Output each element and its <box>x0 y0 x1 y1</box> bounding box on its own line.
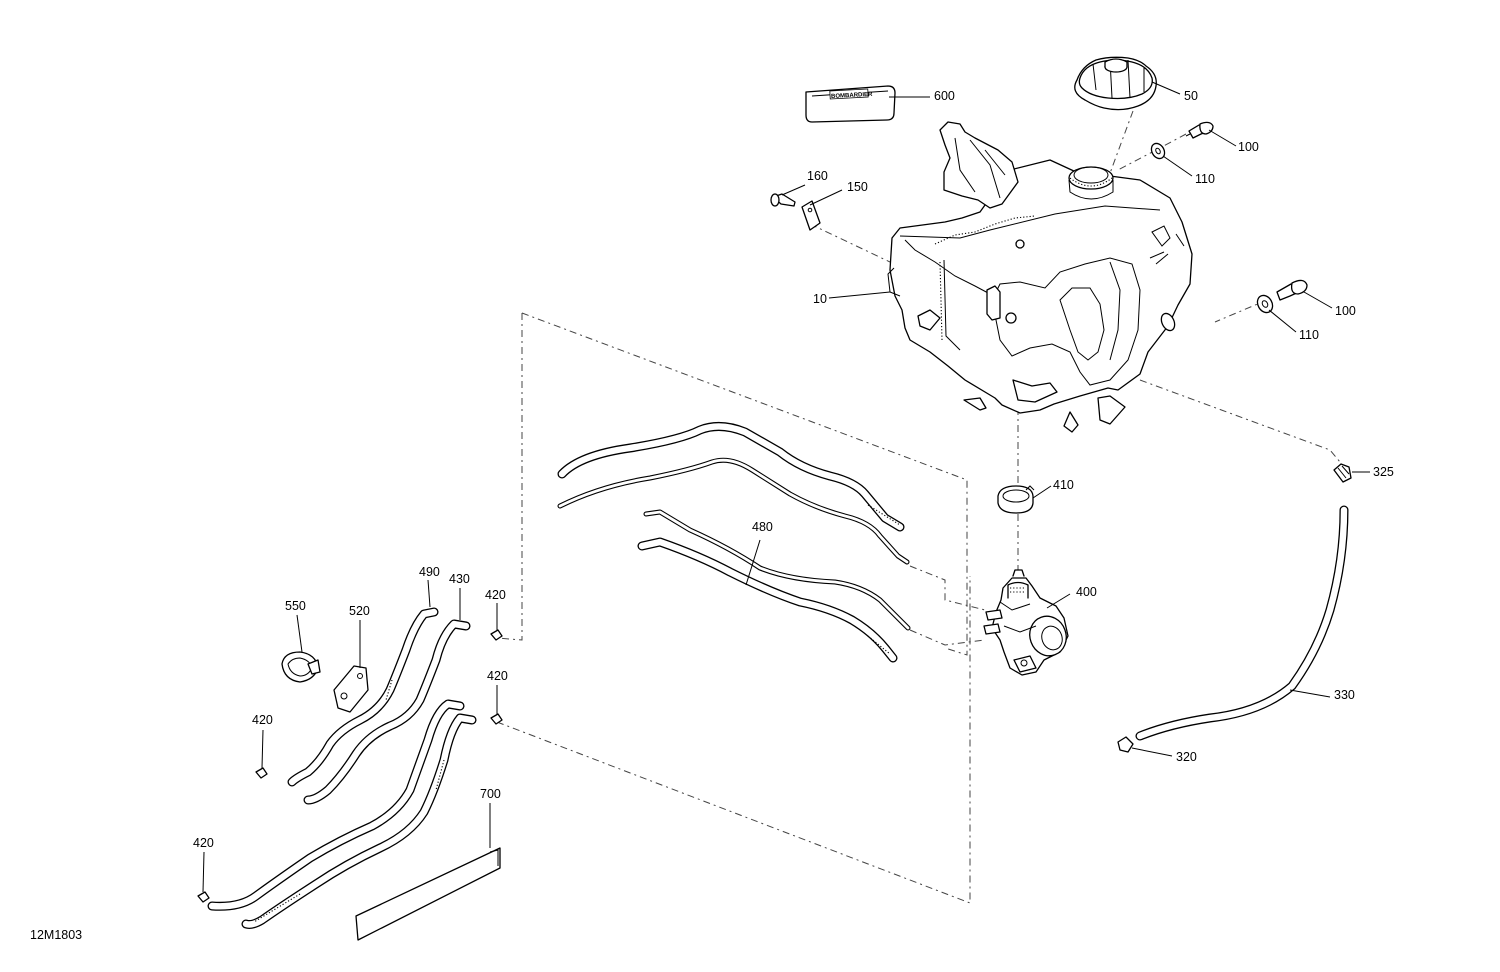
clamp-550-part <box>281 651 321 683</box>
hose-480-outer-part <box>557 422 905 532</box>
callout-420-c: 420 <box>252 713 273 727</box>
warning-label-part: BOMBARDIER <box>805 85 896 123</box>
hose-490-part <box>287 607 439 787</box>
clip-150-part <box>801 200 821 231</box>
callout-410: 410 <box>1053 478 1074 492</box>
screw-lower-part <box>1276 279 1308 301</box>
fuel-tank-part <box>887 121 1193 433</box>
callout-160: 160 <box>807 169 828 183</box>
assembly-dashed-lines <box>496 110 1341 904</box>
hose-430-part <box>303 619 471 805</box>
callout-430: 430 <box>449 572 470 586</box>
callout-420-b: 420 <box>487 669 508 683</box>
callout-550: 550 <box>285 599 306 613</box>
label-sticker-text: BOMBARDIER <box>831 92 873 100</box>
callout-700: 700 <box>480 787 501 801</box>
diagram-reference-number: 12M1803 <box>30 928 82 942</box>
callout-600: 600 <box>934 89 955 103</box>
callout-520: 520 <box>349 604 370 618</box>
screw-160-part <box>770 193 796 207</box>
callout-420-d: 420 <box>193 836 214 850</box>
callout-400: 400 <box>1076 585 1097 599</box>
fuel-pump-part <box>983 569 1069 676</box>
callout-320: 320 <box>1176 750 1197 764</box>
callout-150: 150 <box>847 180 868 194</box>
fuel-cap-part <box>1074 56 1157 111</box>
hose-lower-long-part <box>207 699 465 911</box>
washer-upper-part <box>1150 142 1166 160</box>
callout-330: 330 <box>1334 688 1355 702</box>
tube-480-upper-part <box>643 509 911 631</box>
heat-shield-700-part <box>355 847 501 941</box>
fitting-325-part <box>1333 463 1352 483</box>
callout-110-upper: 110 <box>1195 172 1215 186</box>
callout-325: 325 <box>1373 465 1394 479</box>
callout-420-a: 420 <box>485 588 506 602</box>
clamp-410-part <box>997 485 1035 514</box>
clip-420-part <box>197 629 503 903</box>
washer-lower-part <box>1256 294 1274 314</box>
bracket-520-part <box>333 665 369 713</box>
callout-10: 10 <box>813 292 827 306</box>
callout-480: 480 <box>752 520 773 534</box>
callout-490: 490 <box>419 565 440 579</box>
callout-110-lower: 110 <box>1299 328 1319 342</box>
leader-lines <box>202 81 1370 893</box>
callout-labels: 600 50 100 110 160 150 10 100 110 325 41… <box>30 89 1394 942</box>
hose-330-part <box>1135 505 1349 741</box>
hose-lower-ribbed-part <box>241 713 477 929</box>
callout-100-lower: 100 <box>1335 304 1356 318</box>
screw-upper-part <box>1185 121 1214 139</box>
hose-480-inner-part <box>557 457 910 565</box>
fitting-320-part <box>1117 736 1134 753</box>
callout-50: 50 <box>1184 89 1198 103</box>
callout-100-upper: 100 <box>1238 140 1259 154</box>
hose-480-lower-part <box>637 537 898 663</box>
